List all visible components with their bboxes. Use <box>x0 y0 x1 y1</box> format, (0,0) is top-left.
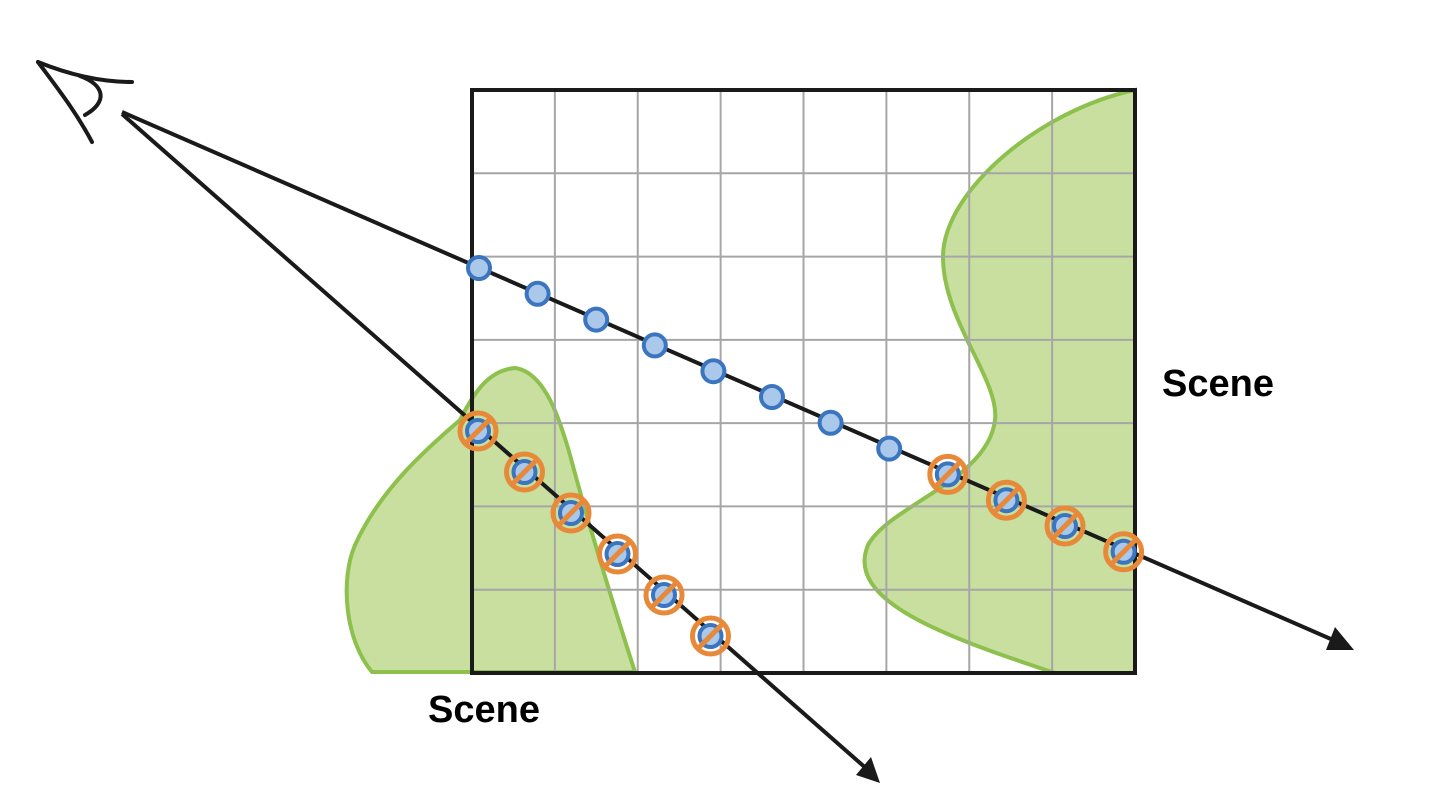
upper-ray-blocked-slash <box>1050 511 1080 541</box>
upper-ray-blocked-sample-icon <box>1103 531 1145 573</box>
upper-ray-arrowhead-icon <box>1326 627 1354 650</box>
eye-icon <box>36 60 134 144</box>
upper-ray-sample-point-icon <box>524 280 551 307</box>
scene-label-right: Scene <box>1162 363 1274 405</box>
lower-ray-blocked-slash <box>510 457 539 487</box>
upper-ray-sample-point-icon <box>641 332 668 359</box>
upper-ray-blocked-slash <box>933 459 963 489</box>
upper-ray-blocked-slash <box>991 485 1021 515</box>
lower-ray-blocked-slash <box>603 539 632 569</box>
upper-ray-sample-point-icon <box>759 384 785 410</box>
lower-ray-blocked-slash <box>649 580 679 610</box>
upper-ray-blocked-sample-icon <box>985 479 1027 521</box>
lower-ray-blocked-slash <box>556 498 586 528</box>
upper-ray-line <box>121 110 1341 645</box>
scene-label-bottom: Scene <box>428 689 540 731</box>
scene-region-right <box>862 87 1137 675</box>
upper-ray-sample-point-icon <box>583 306 610 333</box>
upper-ray-blocked-sample-icon <box>1044 505 1086 547</box>
upper-ray-sample-point-icon <box>700 358 727 385</box>
upper-ray-blocked-slash <box>1109 537 1139 567</box>
sample-points <box>457 255 1145 657</box>
scene-region-left <box>344 365 638 674</box>
lower-ray-blocked-sample-icon <box>597 533 638 575</box>
lower-ray-blocked-sample-icon <box>690 615 731 657</box>
grid-frame <box>470 88 1137 675</box>
upper-ray-sample-point-icon <box>466 255 492 281</box>
lower-ray-blocked-slash <box>463 416 493 446</box>
upper-ray-blocked-sample-icon <box>927 453 969 495</box>
lower-ray-blocked-sample-icon <box>643 574 685 616</box>
lower-ray-blocked-slash <box>696 621 725 651</box>
lower-ray-blocked-sample-icon <box>457 410 499 452</box>
voxel-grid <box>472 90 1135 673</box>
upper-ray-sample-point-icon <box>876 435 903 462</box>
upper-ray-sample-point-icon <box>817 409 844 436</box>
lower-ray-blocked-sample-icon <box>504 451 545 493</box>
lower-ray-arrowhead-icon <box>856 757 880 783</box>
lower-ray-blocked-sample-icon <box>550 492 592 534</box>
